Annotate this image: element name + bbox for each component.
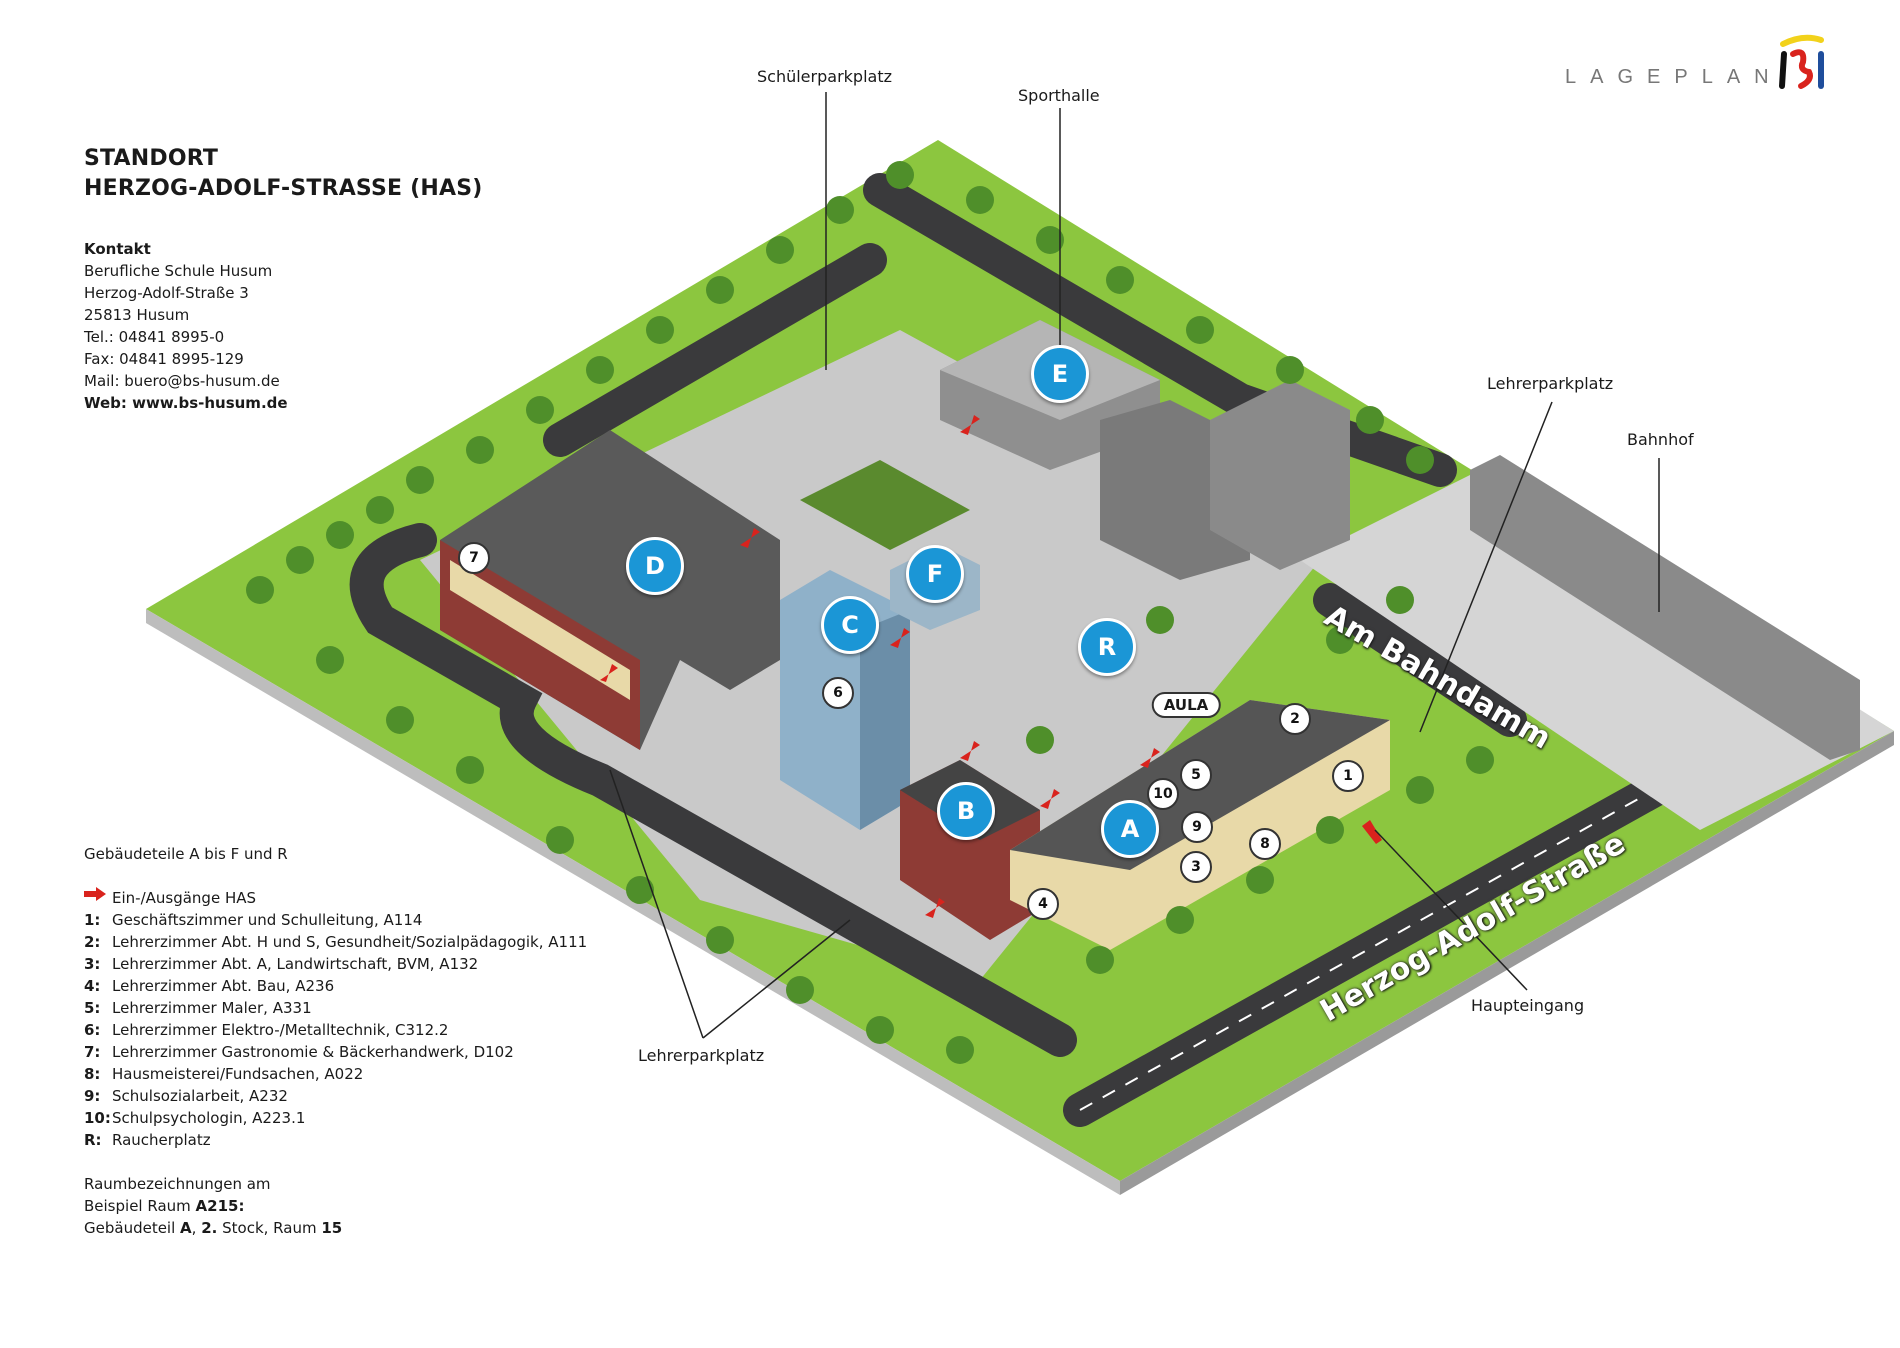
building-a-marker[interactable]: A bbox=[1101, 800, 1159, 858]
legend-item-text: Geschäftszimmer und Schulleitung, A114 bbox=[112, 911, 423, 929]
point-5-marker[interactable]: 5 bbox=[1180, 759, 1212, 791]
label-haupteingang: Haupteingang bbox=[1471, 996, 1585, 1015]
bahnhof-building bbox=[1470, 455, 1860, 760]
building-d-marker[interactable]: D bbox=[626, 537, 684, 595]
legend-item-key: 4: bbox=[84, 977, 101, 995]
building-f-marker[interactable]: F bbox=[906, 545, 964, 603]
legend-item: R: Raucherplatz bbox=[84, 1129, 587, 1151]
point-4-marker[interactable]: 4 bbox=[1027, 888, 1059, 920]
legend-item-text: Hausmeisterei/Fundsachen, A022 bbox=[112, 1065, 364, 1083]
legend-item-key: 2: bbox=[84, 933, 101, 951]
building-c-marker[interactable]: C bbox=[821, 596, 879, 654]
room-note-text: Beispiel Raum bbox=[84, 1197, 196, 1215]
room-note-line-3: Gebäudeteil A, 2. Stock, Raum 15 bbox=[84, 1217, 587, 1239]
legend-item-key: 10: bbox=[84, 1109, 111, 1127]
contact-school: Berufliche Schule Husum bbox=[84, 262, 273, 280]
trees bbox=[246, 161, 1494, 1064]
title-line-1: STANDORT bbox=[84, 146, 219, 171]
room-note-example: A215: bbox=[195, 1197, 245, 1215]
legend-item-key: 3: bbox=[84, 955, 101, 973]
legend-item: 10:Schulpsychologin, A223.1 bbox=[84, 1107, 587, 1129]
legend-item-text: Lehrerzimmer Elektro-/Metalltechnik, C31… bbox=[112, 1021, 449, 1039]
room-note-text: Stock, Raum bbox=[217, 1219, 322, 1237]
contact-web[interactable]: Web: www.bs-husum.de bbox=[84, 394, 288, 412]
legend-item: 8: Hausmeisterei/Fundsachen, A022 bbox=[84, 1063, 587, 1085]
label-bahnhof: Bahnhof bbox=[1627, 430, 1694, 449]
legend-entrances: Ein-/Ausgänge HAS bbox=[84, 887, 587, 909]
contact-phone: Tel.: 04841 8995-0 bbox=[84, 328, 225, 346]
legend-item: 7: Lehrerzimmer Gastronomie & Bäckerhandw… bbox=[84, 1041, 587, 1063]
legend-item-key: 6: bbox=[84, 1021, 101, 1039]
legend-item-text: Lehrerzimmer Abt. Bau, A236 bbox=[112, 977, 335, 995]
aula-label: AULA bbox=[1151, 692, 1221, 718]
legend-item: 6: Lehrerzimmer Elektro-/Metalltechnik, C… bbox=[84, 1019, 587, 1041]
school-logo bbox=[1779, 34, 1824, 89]
red-arrow-icon bbox=[84, 887, 106, 901]
room-note-line-2: Beispiel Raum A215: bbox=[84, 1195, 587, 1217]
room-note-floor: 2. bbox=[201, 1219, 218, 1237]
point-2-marker[interactable]: 2 bbox=[1279, 703, 1311, 735]
legend-item: 4: Lehrerzimmer Abt. Bau, A236 bbox=[84, 975, 587, 997]
legend-item-text: Schulsozialarbeit, A232 bbox=[112, 1087, 288, 1105]
legend-item-text: Lehrerzimmer Gastronomie & Bäckerhandwer… bbox=[112, 1043, 514, 1061]
lageplan-heading: LAGEPLAN bbox=[1565, 66, 1783, 88]
legend-item: 5: Lehrerzimmer Maler, A331 bbox=[84, 997, 587, 1019]
legend-item: 9: Schulsozialarbeit, A232 bbox=[84, 1085, 587, 1107]
contact-fax: Fax: 04841 8995-129 bbox=[84, 350, 244, 368]
legend-item: 3: Lehrerzimmer Abt. A, Landwirtschaft, B… bbox=[84, 953, 587, 975]
point-10-marker[interactable]: 10 bbox=[1147, 778, 1179, 810]
legend-item: 2: Lehrerzimmer Abt. H und S, Gesundheit/… bbox=[84, 931, 587, 953]
room-note-building: A bbox=[180, 1219, 192, 1237]
contact-city: 25813 Husum bbox=[84, 306, 190, 324]
legend-item-text: Schulpsychologin, A223.1 bbox=[112, 1109, 306, 1127]
room-note-text: , bbox=[191, 1219, 202, 1237]
room-note-room: 15 bbox=[321, 1219, 343, 1237]
building-r-marker[interactable]: R bbox=[1078, 618, 1136, 676]
label-lehrerparkplatz-east: Lehrerparkplatz bbox=[1487, 374, 1614, 393]
page-title: STANDORT HERZOG-ADOLF-STRASSE (HAS) bbox=[84, 144, 483, 204]
legend-item-text: Raucherplatz bbox=[112, 1131, 211, 1149]
point-1-marker[interactable]: 1 bbox=[1332, 760, 1364, 792]
contact-block: Kontakt Berufliche Schule Husum Herzog-A… bbox=[84, 238, 288, 414]
station-area bbox=[1300, 470, 1894, 830]
label-sporthalle: Sporthalle bbox=[1018, 86, 1100, 105]
contact-mail[interactable]: Mail: buero@bs-husum.de bbox=[84, 372, 280, 390]
title-line-2: HERZOG-ADOLF-STRASSE (HAS) bbox=[84, 176, 483, 201]
legend-item-key: 7: bbox=[84, 1043, 101, 1061]
leader-lines bbox=[609, 92, 1660, 1039]
legend-item-key: 8: bbox=[84, 1065, 101, 1083]
legend-item-text: Lehrerzimmer Abt. A, Landwirtschaft, BVM… bbox=[112, 955, 479, 973]
legend-item-text: Lehrerzimmer Maler, A331 bbox=[112, 999, 312, 1017]
legend: Gebäudeteile A bis F und R Ein-/Ausgänge… bbox=[84, 843, 587, 1239]
building-b-marker[interactable]: B bbox=[937, 782, 995, 840]
legend-item-key: 5: bbox=[84, 999, 101, 1017]
legend-item-key: R: bbox=[84, 1131, 102, 1149]
point-8-marker[interactable]: 8 bbox=[1249, 828, 1281, 860]
label-lehrerparkplatz-south: Lehrerparkplatz bbox=[638, 1046, 765, 1065]
building-e-marker[interactable]: E bbox=[1031, 345, 1089, 403]
legend-entrances-label: Ein-/Ausgänge HAS bbox=[112, 889, 257, 907]
point-7-marker[interactable]: 7 bbox=[458, 542, 490, 574]
legend-item: 1: Geschäftszimmer und Schulleitung, A114 bbox=[84, 909, 587, 931]
room-note-line-1: Raumbezeichnungen am bbox=[84, 1175, 271, 1193]
point-3-marker[interactable]: 3 bbox=[1180, 851, 1212, 883]
point-6-marker[interactable]: 6 bbox=[822, 677, 854, 709]
point-9-marker[interactable]: 9 bbox=[1181, 811, 1213, 843]
room-note-text: Gebäudeteil bbox=[84, 1219, 181, 1237]
legend-item-key: 9: bbox=[84, 1087, 101, 1105]
entrance-arrows bbox=[600, 415, 1382, 918]
label-schuelerparkplatz: Schülerparkplatz bbox=[757, 67, 892, 86]
contact-street: Herzog-Adolf-Straße 3 bbox=[84, 284, 249, 302]
contact-heading: Kontakt bbox=[84, 240, 151, 258]
legend-item-key: 1: bbox=[84, 911, 101, 929]
legend-heading: Gebäudeteile A bis F und R bbox=[84, 845, 288, 863]
legend-item-text: Lehrerzimmer Abt. H und S, Gesundheit/So… bbox=[112, 933, 588, 951]
